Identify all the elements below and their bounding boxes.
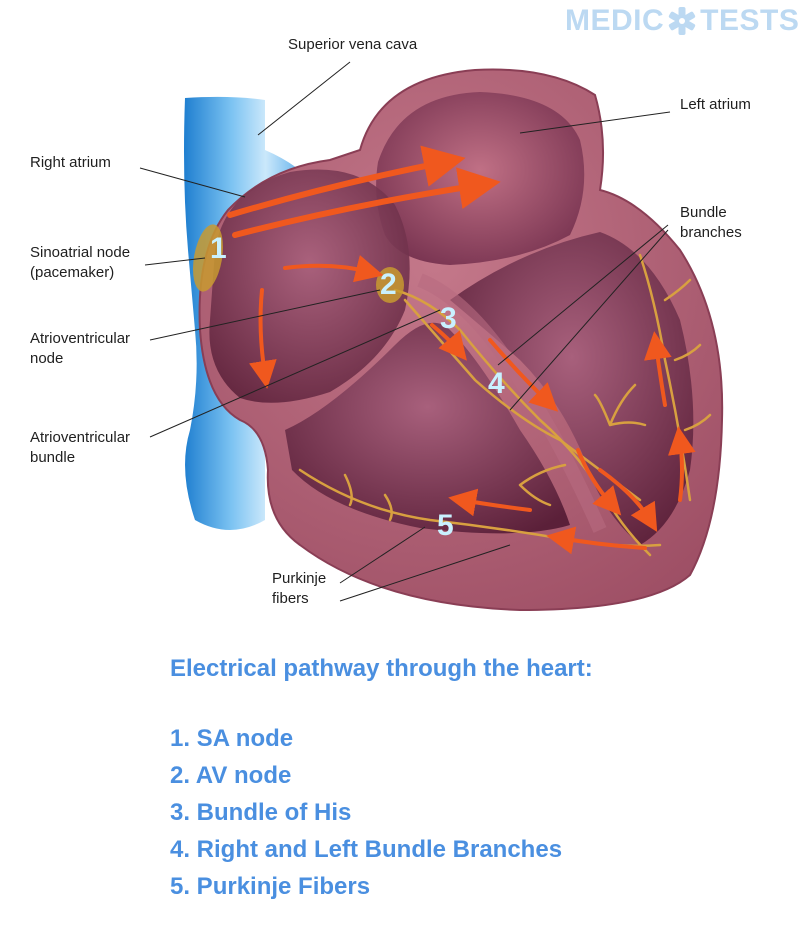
label-sa-node: Sinoatrial node (pacemaker)	[30, 243, 130, 283]
label-av-bundle-line1: Atrioventricular	[30, 429, 131, 446]
list-item: 1. SA node	[170, 725, 294, 752]
impulse-arrows	[227, 145, 696, 555]
list-item: 3. Bundle of His	[170, 799, 352, 826]
label-av-bundle-line2: bundle	[30, 449, 76, 466]
list-item: 4. Right and Left Bundle Branches	[170, 836, 563, 863]
label-sa-node-line2: (pacemaker)	[30, 264, 115, 281]
list-item: 5. Purkinje Fibers	[170, 873, 371, 900]
label-left-atrium: Left atrium	[680, 96, 751, 113]
left-atrium	[376, 92, 585, 265]
septum	[417, 273, 607, 533]
label-av-node-line2: node	[30, 350, 64, 367]
asterisk-medical-icon	[669, 7, 696, 35]
left-ventricle	[450, 232, 694, 545]
pathway-list: 1. SA node 2. AV node 3. Bundle of His 4…	[170, 720, 790, 905]
heart-illustration: 1 2 3 4 5	[139, 61, 724, 612]
marker-5: 5	[437, 509, 454, 542]
sa-node	[193, 224, 223, 292]
caption-title: Electrical pathway through the heart:	[170, 655, 593, 682]
label-superior-vena-cava: Superior vena cava	[288, 36, 418, 53]
brand-name-left: MEDIC	[565, 4, 665, 37]
marker-1: 1	[210, 232, 227, 265]
label-av-node-line1: Atrioventricular	[30, 330, 131, 347]
right-ventricle	[285, 322, 570, 534]
label-av-bundle: Atrioventricular bundle	[30, 428, 130, 468]
label-purkinje-line1: Purkinje	[272, 570, 327, 587]
label-purkinje-line2: fibers	[272, 590, 309, 607]
label-av-node: Atrioventricular node	[30, 329, 130, 369]
pathway-caption: Electrical pathway through the heart: 1.…	[170, 652, 790, 905]
label-sa-node-line1: Sinoatrial node	[30, 244, 131, 261]
leader-lines	[139, 61, 671, 602]
marker-4: 4	[488, 367, 505, 400]
label-purkinje: Purkinje fibers	[272, 569, 326, 609]
label-bundle-branches: Bundle branches	[680, 203, 742, 243]
label-bundle-branches-line1: Bundle	[680, 204, 727, 221]
marker-2: 2	[380, 268, 397, 301]
brand-logo: MEDIC TESTS	[565, 2, 799, 40]
marker-3: 3	[440, 302, 457, 335]
brand-name-right: TESTS	[700, 4, 800, 37]
label-right-atrium: Right atrium	[30, 154, 111, 171]
list-item: 2. AV node	[170, 762, 292, 789]
label-bundle-branches-line2: branches	[680, 224, 742, 241]
